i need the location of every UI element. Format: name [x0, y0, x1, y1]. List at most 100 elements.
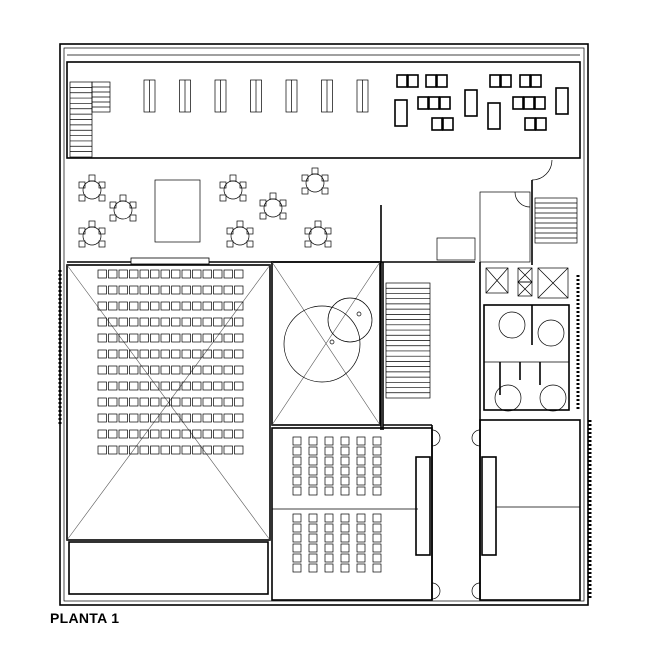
seat — [108, 413, 118, 423]
seat — [139, 333, 149, 343]
chair — [259, 199, 267, 207]
seat — [340, 466, 350, 476]
seat — [181, 349, 191, 359]
chair — [314, 220, 322, 228]
seat — [292, 446, 302, 456]
seat — [160, 349, 170, 359]
seat — [234, 333, 244, 343]
chair — [279, 199, 287, 207]
seat — [308, 563, 318, 573]
chair — [321, 187, 329, 195]
seat — [118, 317, 128, 327]
chair — [269, 192, 277, 200]
library-shelves — [143, 79, 369, 113]
seat — [340, 513, 350, 523]
chair — [239, 181, 247, 189]
counter — [130, 257, 210, 265]
seat — [372, 446, 382, 456]
seat — [324, 476, 334, 486]
seat — [181, 429, 191, 439]
reading-table — [524, 117, 536, 131]
chair — [88, 174, 96, 182]
seat — [97, 381, 107, 391]
round-table — [113, 200, 133, 220]
seat — [308, 513, 318, 523]
seat — [340, 456, 350, 466]
stair-outline — [534, 197, 578, 244]
seat — [234, 301, 244, 311]
seat — [324, 553, 334, 563]
seat — [150, 429, 160, 439]
reading-table — [535, 117, 547, 131]
reading-table — [534, 96, 546, 110]
chair — [78, 227, 86, 235]
seat — [372, 486, 382, 496]
seat — [324, 543, 334, 553]
seat — [292, 513, 302, 523]
seat — [372, 466, 382, 476]
seat — [160, 333, 170, 343]
seat — [202, 269, 212, 279]
seat — [118, 349, 128, 359]
seat — [139, 301, 149, 311]
seat — [160, 397, 170, 407]
atrium-void — [271, 261, 381, 426]
reading-table — [428, 96, 440, 110]
seat — [356, 553, 366, 563]
seat — [150, 413, 160, 423]
seat — [181, 381, 191, 391]
seat — [372, 543, 382, 553]
chair — [219, 194, 227, 202]
seat — [324, 513, 334, 523]
seat — [118, 429, 128, 439]
seat — [108, 381, 118, 391]
elevator-cross — [517, 281, 533, 297]
seat — [292, 456, 302, 466]
chair — [88, 220, 96, 228]
office — [479, 191, 531, 263]
seat — [356, 446, 366, 456]
seat — [118, 269, 128, 279]
auditorium-seats — [97, 269, 244, 455]
seat — [292, 523, 302, 533]
chair — [324, 227, 332, 235]
turning-circle — [537, 319, 565, 347]
seat — [97, 445, 107, 455]
seat — [372, 476, 382, 486]
seat — [340, 436, 350, 446]
reading-table — [523, 96, 535, 110]
seat — [202, 317, 212, 327]
seat — [372, 553, 382, 563]
seat — [181, 397, 191, 407]
seat — [223, 285, 233, 295]
seat — [160, 365, 170, 375]
seat — [139, 269, 149, 279]
chair — [279, 212, 287, 220]
seat — [97, 269, 107, 279]
seat — [340, 563, 350, 573]
seat — [234, 349, 244, 359]
seat — [234, 445, 244, 455]
chair — [98, 240, 106, 248]
seat — [171, 333, 181, 343]
seat — [108, 349, 118, 359]
round-table — [82, 180, 102, 200]
void-cross — [271, 261, 381, 426]
seat — [202, 365, 212, 375]
seat — [213, 429, 223, 439]
seat — [308, 476, 318, 486]
seat — [139, 397, 149, 407]
seat — [223, 365, 233, 375]
seat — [108, 333, 118, 343]
round-table — [305, 173, 325, 193]
seat — [181, 365, 191, 375]
seat — [324, 436, 334, 446]
seat — [160, 317, 170, 327]
seat — [118, 285, 128, 295]
seat — [308, 533, 318, 543]
east-stair — [534, 197, 578, 244]
seat — [160, 269, 170, 279]
chair — [78, 240, 86, 248]
seat — [234, 285, 244, 295]
seat — [160, 429, 170, 439]
